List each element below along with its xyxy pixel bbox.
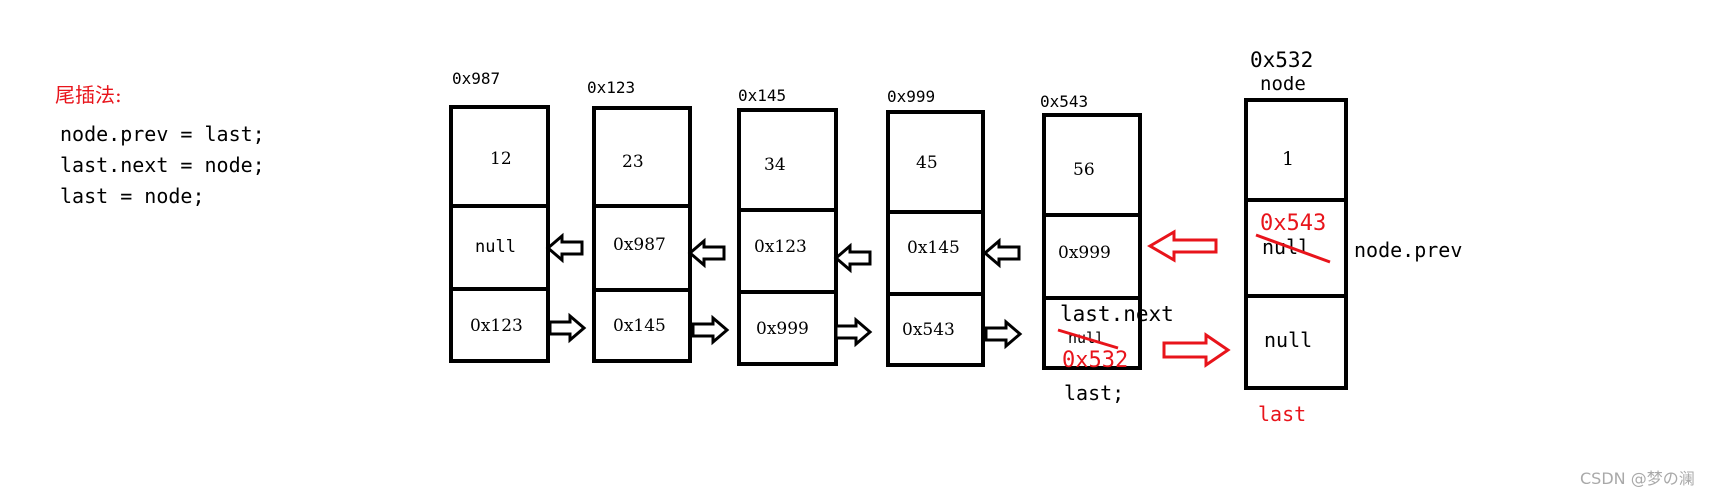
list-node-4: 0x999 45 0x145 0x543 [886, 87, 985, 367]
new-node: 0x532 node 1 null 0x543 null node.prev l… [1244, 48, 1462, 426]
new-node-prev-new: 0x543 [1260, 211, 1326, 236]
node-1-next-cell [449, 287, 550, 363]
node-1-value: 12 [490, 149, 512, 169]
node-5-value: 56 [1073, 160, 1095, 180]
list-node-5: 0x543 56 0x999 null 0x532 last.next last… [1040, 92, 1174, 405]
prev-arrow-2 [688, 239, 726, 267]
node-3-next-cell [737, 290, 838, 366]
prev-arrow-4 [983, 239, 1021, 267]
red-arrow-right [1162, 332, 1231, 368]
new-node-next: null [1264, 328, 1312, 352]
next-arrow-1 [548, 314, 586, 342]
red-arrow-left [1147, 229, 1218, 263]
diagram-title: 尾插法: [55, 83, 122, 107]
node-2-next: 0x145 [613, 316, 666, 336]
new-node-value: 1 [1282, 148, 1294, 170]
node-1-prev: null [475, 237, 516, 257]
next-arrow-2 [691, 316, 729, 344]
node-3-next: 0x999 [756, 319, 809, 339]
code-line-2: last.next = node; [60, 153, 265, 177]
label-last-next: last.next [1060, 302, 1174, 326]
new-node-name: node [1260, 73, 1306, 95]
code-line-3: last = node; [60, 184, 205, 208]
node-4-address: 0x999 [887, 87, 935, 106]
node-2-value-cell [592, 106, 692, 208]
node-3-address: 0x145 [738, 86, 786, 105]
node-4-next-cell [886, 292, 985, 367]
node-5-prev-cell [1042, 213, 1142, 300]
label-node-prev: node.prev [1354, 238, 1462, 262]
list-node-3: 0x145 34 0x123 0x999 [737, 86, 838, 366]
label-last-old: last; [1064, 381, 1124, 405]
new-node-next-cell [1244, 294, 1348, 390]
node-1-address: 0x987 [452, 69, 500, 88]
node-2-next-cell [592, 288, 692, 363]
node-1-next: 0x123 [470, 316, 523, 336]
prev-arrow-3 [834, 244, 872, 272]
list-node-1: 0x987 12 null 0x123 [449, 69, 550, 363]
node-2-value: 23 [622, 152, 644, 172]
watermark: CSDN @梦の澜 [1580, 469, 1695, 488]
label-last-new: last [1258, 402, 1306, 426]
node-4-prev-cell [886, 210, 985, 296]
new-node-address: 0x532 [1250, 48, 1313, 72]
prev-arrow-1 [546, 234, 584, 262]
node-3-value: 34 [764, 155, 786, 175]
strike-mark-prev [1255, 233, 1331, 264]
node-3-prev: 0x123 [754, 237, 807, 257]
strike-mark-next [1057, 328, 1119, 350]
node-5-next-new: 0x532 [1062, 348, 1128, 373]
node-3-value-cell [737, 108, 838, 212]
node-5-address: 0x543 [1040, 92, 1088, 111]
list-node-2: 0x123 23 0x987 0x145 [587, 78, 692, 363]
node-5-next-cell [1042, 296, 1142, 370]
node-4-next: 0x543 [902, 320, 955, 340]
new-node-value-cell [1244, 98, 1348, 202]
code-line-1: node.prev = last; [60, 122, 265, 146]
node-2-prev: 0x987 [613, 235, 666, 255]
next-arrow-4 [984, 320, 1022, 348]
node-4-value: 45 [916, 153, 938, 173]
node-2-address: 0x123 [587, 78, 635, 97]
node-5-prev: 0x999 [1058, 243, 1111, 263]
node-4-prev: 0x145 [907, 238, 960, 258]
next-arrow-3 [834, 318, 872, 346]
